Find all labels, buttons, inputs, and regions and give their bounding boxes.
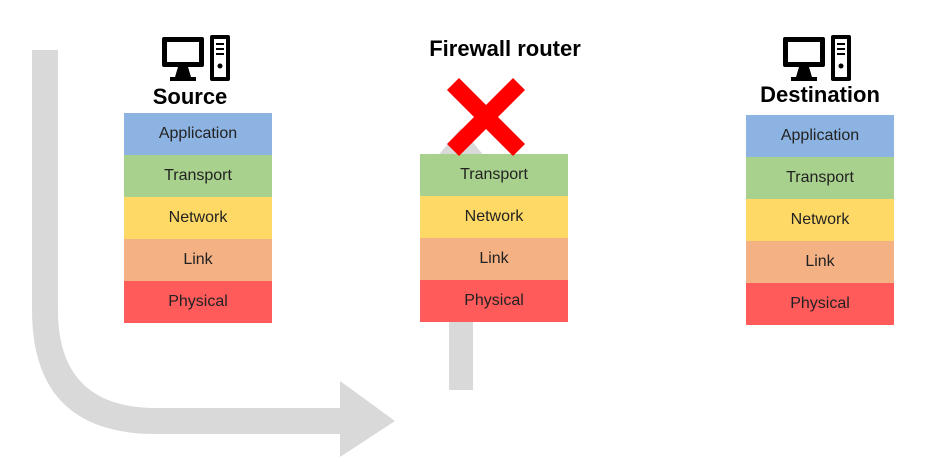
router-layer-network: Network — [420, 196, 568, 238]
router-title: Firewall router — [429, 36, 581, 61]
destination-layer-link: Link — [746, 241, 894, 283]
router-layer-transport: Transport — [420, 154, 568, 196]
source-layer-physical: Physical — [124, 281, 272, 323]
destination-layer-transport: Transport — [746, 157, 894, 199]
source-layer-link: Link — [124, 239, 272, 281]
source-layer-network: Network — [124, 197, 272, 239]
packet-flow-arrow — [32, 50, 395, 457]
destination-computer-icon — [783, 35, 851, 81]
destination-layer-network: Network — [746, 199, 894, 241]
destination-title: Destination — [760, 82, 880, 107]
destination-layer-physical: Physical — [746, 283, 894, 325]
router-layer-physical: Physical — [420, 280, 568, 322]
destination-layer-application: Application — [746, 115, 894, 157]
source-layer-transport: Transport — [124, 155, 272, 197]
source-layer-application: Application — [124, 113, 272, 155]
source-computer-icon — [162, 35, 230, 81]
router-layer-link: Link — [420, 238, 568, 280]
red-x-blocked-icon — [447, 78, 525, 156]
source-title: Source — [152, 84, 228, 109]
